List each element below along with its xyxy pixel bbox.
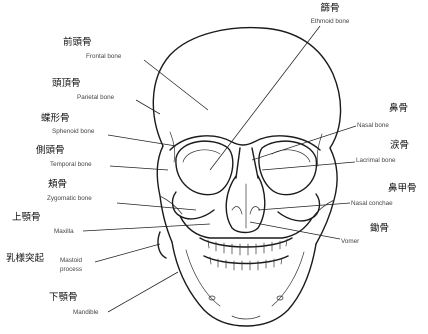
labels: 篩骨 Ethmoid bone 前頭骨 Frontal bone 頭頂骨 Par… <box>6 2 417 316</box>
sphenoid-leader <box>108 135 176 146</box>
sphenoid-label-ja: 蝶形骨 <box>41 112 70 124</box>
conchae-label-ja: 鼻甲骨 <box>388 182 417 194</box>
maxilla-label-ja: 上顎骨 <box>12 212 41 223</box>
lacrimal-label-ja: 涙骨 <box>390 139 409 151</box>
skull-drawing <box>153 28 340 326</box>
left-cheekbone <box>173 192 214 219</box>
maxilla-label-en: Maxilla <box>54 228 74 235</box>
zygomatic-label-en: Zygomatic bone <box>47 195 92 202</box>
lacrimal-leader <box>262 162 355 170</box>
ethmoid-label-en: Ethmoid bone <box>311 18 350 25</box>
parietal-leader <box>136 100 160 114</box>
nasal-label-en: Nasal bone <box>357 122 389 129</box>
temporal-leader <box>110 166 168 170</box>
mandible-leader <box>108 272 178 312</box>
temporal-label-en: Temporal bone <box>50 161 92 168</box>
conchae-label-en: Nasal conchae <box>351 200 393 207</box>
mastoid-label-en-1: Mastoid <box>60 257 83 264</box>
left-mastoid <box>158 232 166 258</box>
right-temple-contour <box>316 148 337 244</box>
mandible-outline <box>172 242 316 326</box>
nasal-label-ja: 鼻骨 <box>389 102 408 114</box>
zygomatic-label-ja: 頬骨 <box>48 178 67 190</box>
leader-lines <box>83 26 356 312</box>
parietal-label-ja: 頭頂骨 <box>52 78 81 89</box>
mandible-label-ja: 下顎骨 <box>49 292 78 303</box>
vomer-label-en: Vomer <box>341 238 359 245</box>
ethmoid-leader <box>210 26 320 170</box>
ethmoid-label-ja: 篩骨 <box>320 2 339 14</box>
sphenoid-label-en: Sphenoid bone <box>52 128 95 135</box>
mastoid-leader <box>95 244 160 262</box>
cranium-outline <box>153 28 340 148</box>
nasal-leader <box>252 126 356 160</box>
mastoid-label-ja: 乳様突起 <box>6 252 45 264</box>
parietal-label-en: Parietal bone <box>77 94 115 101</box>
temporal-label-ja: 側頭骨 <box>36 144 65 156</box>
zygomatic-leader <box>117 203 196 210</box>
frontal-label-en: Frontal bone <box>86 53 122 60</box>
vomer-leader <box>250 222 340 239</box>
nasal-bones <box>236 148 258 178</box>
left-temple-contour <box>157 146 172 242</box>
right-cheekbone <box>278 194 319 221</box>
mandible-label-en: Mandible <box>73 309 99 316</box>
left-orbit <box>176 141 233 195</box>
mastoid-label-en-2: process <box>60 266 82 273</box>
vomer-label-ja: 鋤骨 <box>370 222 389 234</box>
conchae-leader <box>258 203 350 210</box>
lower-teeth <box>204 256 288 270</box>
lacrimal-label-en: Lacrimal bone <box>356 157 396 164</box>
upper-teeth <box>200 238 292 255</box>
frontal-label-ja: 前頭骨 <box>63 36 92 48</box>
